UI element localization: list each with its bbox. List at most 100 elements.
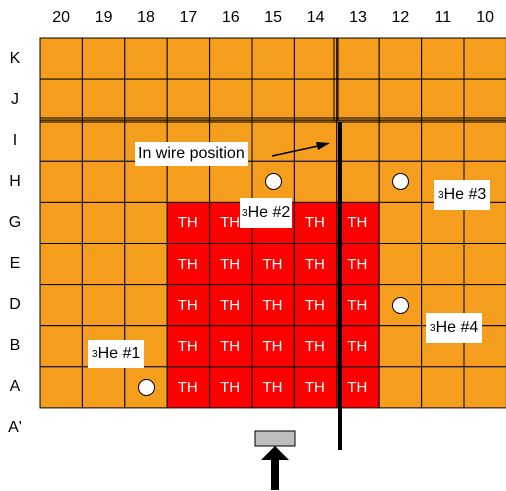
row-label: K (9, 49, 21, 67)
core-cell (209, 366, 253, 409)
core-cell (378, 37, 423, 80)
column-label: 14 (306, 9, 325, 26)
core-cell (166, 201, 211, 244)
th-cell-label: TH (262, 378, 283, 396)
core-cell (39, 119, 83, 162)
column-label: 20 (52, 9, 71, 26)
core-cell (39, 366, 83, 409)
pointer-arrowhead (316, 142, 330, 150)
core-cell (378, 366, 423, 409)
detector-circle (391, 173, 409, 191)
core-cell (463, 243, 506, 286)
core-cell (81, 160, 126, 203)
th-cell-label: TH (347, 337, 368, 355)
th-cell-label: TH (220, 296, 241, 314)
th-cell-label: TH (177, 214, 198, 232)
core-cell (209, 243, 253, 286)
row-label: G (8, 213, 22, 231)
core-cell (463, 366, 506, 409)
row-label: D (9, 296, 21, 314)
column-label: 16 (221, 9, 240, 26)
row-label: B (9, 337, 21, 355)
th-cell-label: TH (220, 378, 241, 396)
core-cell (124, 243, 168, 286)
core-cell (124, 37, 168, 80)
column-label: 10 (476, 9, 495, 26)
th-cell-label: TH (304, 296, 325, 314)
core-cell (39, 201, 83, 244)
th-cell-label: TH (220, 214, 241, 232)
core-grid (39, 37, 506, 409)
core-cell (378, 243, 423, 286)
core-cell (293, 78, 338, 121)
th-cell-label: TH (304, 378, 325, 396)
th-cell-label: TH (177, 337, 198, 355)
row-label: H (9, 172, 21, 190)
core-cell (336, 201, 380, 244)
column-label: 19 (94, 9, 113, 26)
core-cell (81, 78, 126, 121)
core-cell (293, 243, 338, 286)
core-cell (378, 119, 423, 162)
core-cell (81, 284, 126, 327)
core-cell (463, 78, 506, 121)
core-cell (81, 243, 126, 286)
core-cell (166, 78, 211, 121)
core-cell (124, 284, 168, 327)
th-cell-label: TH (347, 378, 368, 396)
pointer-arrow (271, 145, 319, 157)
row-label: E (9, 255, 21, 273)
row-label: A (9, 378, 21, 396)
core-cell (81, 37, 126, 80)
wire-position-label: In wire position (135, 142, 248, 166)
core-cell (166, 325, 211, 368)
core-cell (336, 366, 380, 409)
core-cell (421, 243, 465, 286)
beam-arrow-shaft (271, 458, 279, 490)
column-label: 11 (434, 9, 452, 26)
th-cell-label: TH (347, 255, 368, 273)
core-cell (421, 78, 465, 121)
core-cell (39, 78, 83, 121)
core-cell (293, 160, 338, 203)
column-label: 17 (179, 9, 198, 26)
th-cell-label: TH (347, 214, 368, 232)
core-cell (463, 37, 506, 80)
column-label: 12 (391, 9, 410, 26)
core-cell (124, 160, 168, 203)
core-cell (81, 119, 126, 162)
core-cell (251, 78, 295, 121)
core-cell (39, 160, 83, 203)
core-cell (463, 119, 506, 162)
detector-circle (264, 173, 282, 191)
core-cell (209, 78, 253, 121)
core-cell (251, 243, 295, 286)
row-label: A' (8, 419, 22, 437)
core-cell (39, 284, 83, 327)
th-cell-label: TH (347, 296, 368, 314)
core-cell (251, 325, 295, 368)
th-cell-label: TH (220, 255, 241, 273)
th-cell-label: TH (304, 255, 325, 273)
core-cell (336, 78, 380, 121)
column-label: 18 (137, 9, 155, 26)
detector-circle (137, 378, 155, 396)
th-cell-label: TH (262, 255, 283, 273)
core-cell (166, 284, 211, 327)
column-label: 15 (264, 9, 283, 26)
core-cell (336, 243, 380, 286)
th-cell-label: TH (220, 337, 241, 355)
core-cell (39, 243, 83, 286)
core-cell (378, 201, 423, 244)
core-cell (39, 325, 83, 368)
detector-circle (391, 296, 409, 314)
th-cell-label: TH (177, 296, 198, 314)
core-cell (81, 366, 126, 409)
core-cell (166, 160, 211, 203)
core-cell (336, 284, 380, 327)
core-cell (293, 366, 338, 409)
core-cell (251, 37, 295, 80)
